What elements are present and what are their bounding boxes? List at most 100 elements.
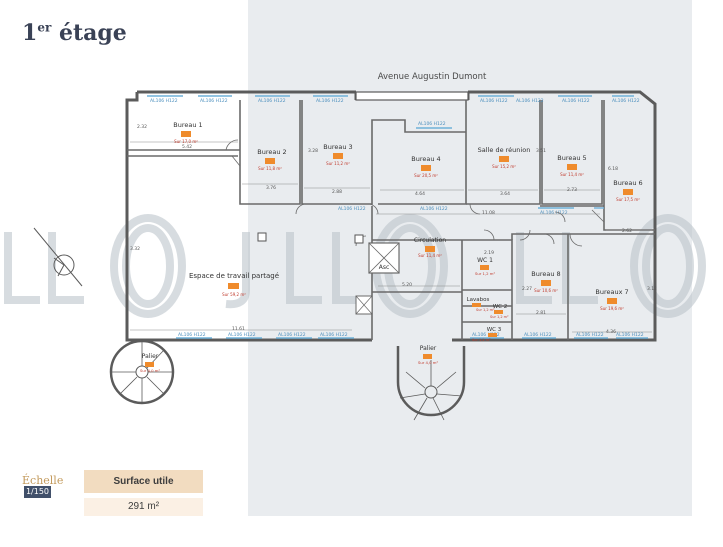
svg-text:Sur 17,5 m²: Sur 17,5 m² — [616, 197, 640, 202]
svg-text:3.12: 3.12 — [647, 286, 657, 292]
svg-text:Bureau 6: Bureau 6 — [613, 179, 642, 187]
room-bureau-4: Bureau 4 Sur 20,5 m² — [411, 155, 440, 178]
interior-walls — [127, 100, 655, 340]
svg-text:Palier: Palier — [142, 353, 159, 360]
svg-text:AL106 H122: AL106 H122 — [228, 332, 256, 338]
svg-text:5.42: 5.42 — [182, 144, 192, 150]
spiral-stair-right — [396, 346, 466, 421]
windows — [147, 95, 648, 339]
svg-text:3.76: 3.76 — [266, 185, 276, 191]
svg-text:Bureau 4: Bureau 4 — [411, 155, 440, 163]
svg-text:Sur 11,4 m²: Sur 11,4 m² — [418, 253, 442, 258]
svg-text:AL106 H122: AL106 H122 — [562, 98, 590, 104]
svg-text:Sur 11,4 m²: Sur 11,4 m² — [560, 172, 584, 177]
svg-text:Bureau 2: Bureau 2 — [257, 148, 286, 156]
svg-text:Sur 59,2 m²: Sur 59,2 m² — [222, 292, 246, 297]
room-bureau-6: Bureau 6 Sur 17,5 m² — [613, 179, 642, 202]
svg-text:Bureau 8: Bureau 8 — [531, 270, 560, 278]
room-asc: Asc — [379, 264, 390, 271]
room-bureau-2: Bureau 2 Sur 11,8 m² — [257, 148, 286, 171]
street-background — [248, 0, 692, 516]
room-bureaux-7: Bureaux 7 Sur 19,6 m² — [595, 288, 628, 311]
svg-text:11.61: 11.61 — [232, 326, 245, 332]
svg-text:4.64: 4.64 — [415, 191, 425, 197]
scale-label: Échelle — [22, 474, 64, 487]
lift-core — [257, 232, 400, 315]
svg-text:AL106 H122: AL106 H122 — [278, 332, 306, 338]
svg-text:Bureau 1: Bureau 1 — [173, 121, 202, 129]
svg-text:AL106 H122: AL106 H122 — [150, 98, 178, 104]
svg-text:AL106 H122: AL106 H122 — [524, 332, 552, 338]
svg-text:Sur 15,2 m²: Sur 15,2 m² — [492, 164, 516, 169]
svg-text:Sur 19,6 m²: Sur 19,6 m² — [600, 306, 624, 311]
floor-title: 1er étage — [22, 20, 127, 46]
dimension-lines — [130, 141, 652, 333]
svg-text:AL106 H122: AL106 H122 — [418, 121, 446, 127]
surface-label: Surface utile — [84, 470, 203, 493]
svg-text:2.62: 2.62 — [622, 228, 632, 234]
surface-value: 291 m² — [84, 498, 203, 516]
room-wc-2: WC 2 Sur 1,2 m² — [490, 304, 509, 319]
svg-text:Salle de réunion: Salle de réunion — [478, 146, 531, 154]
svg-text:AL106 H122: AL106 H122 — [540, 210, 568, 216]
svg-text:Asc: Asc — [379, 264, 390, 271]
svg-text:2.81: 2.81 — [536, 310, 546, 316]
svg-text:Sur 10,6 m²: Sur 10,6 m² — [534, 288, 558, 293]
svg-text:AL106 H122: AL106 H122 — [420, 206, 448, 212]
svg-text:2.73: 2.73 — [567, 187, 577, 193]
svg-text:Sur 11,8 m²: Sur 11,8 m² — [258, 166, 282, 171]
svg-text:Sur 1,2 m²: Sur 1,2 m² — [475, 271, 496, 276]
svg-text:11.08: 11.08 — [482, 210, 495, 216]
svg-text:AL106 H122: AL106 H122 — [258, 98, 286, 104]
svg-text:AL106 H122: AL106 H122 — [316, 98, 344, 104]
svg-text:4.36: 4.36 — [606, 329, 616, 335]
svg-text:2.27: 2.27 — [522, 286, 532, 292]
svg-text:3.64: 3.64 — [500, 191, 510, 197]
svg-text:Bureaux 7: Bureaux 7 — [595, 288, 628, 296]
svg-text:AL106 H122: AL106 H122 — [616, 332, 644, 338]
spiral-stair-left — [109, 339, 175, 405]
svg-text:Sur 4,0 m²: Sur 4,0 m² — [418, 360, 439, 365]
svg-text:Sur 1,2 m²: Sur 1,2 m² — [490, 315, 509, 319]
svg-text:2.88: 2.88 — [332, 189, 342, 195]
svg-text:Sur 11,2 m²: Sur 11,2 m² — [326, 161, 350, 166]
svg-text:AL106 H122: AL106 H122 — [472, 332, 500, 338]
svg-text:3.32: 3.32 — [130, 246, 140, 252]
svg-text:Bureau 3: Bureau 3 — [323, 143, 352, 151]
svg-text:Sur 4,0 m²: Sur 4,0 m² — [140, 368, 161, 373]
svg-text:Espace de travail partagé: Espace de travail partagé — [189, 272, 279, 280]
svg-text:Lavabos: Lavabos — [467, 297, 490, 303]
svg-text:AL106 H122: AL106 H122 — [516, 98, 544, 104]
svg-text:3.51: 3.51 — [536, 148, 546, 154]
svg-text:Sur 1,2 m²: Sur 1,2 m² — [476, 308, 495, 312]
svg-text:6.18: 6.18 — [608, 166, 618, 172]
svg-text:WC 2: WC 2 — [493, 304, 508, 310]
north-arrow-icon — [33, 227, 83, 287]
svg-text:AL106 H122: AL106 H122 — [576, 332, 604, 338]
svg-text:5.20: 5.20 — [402, 282, 412, 288]
room-bureau-8: Bureau 8 Sur 10,6 m² — [531, 270, 560, 293]
svg-text:WC 3: WC 3 — [487, 327, 502, 333]
svg-text:AL106 H122: AL106 H122 — [480, 98, 508, 104]
svg-text:3.28: 3.28 — [308, 148, 318, 154]
svg-text:AL106 H122: AL106 H122 — [612, 98, 640, 104]
room-bureau-3: Bureau 3 Sur 11,2 m² — [323, 143, 352, 166]
svg-text:2.19: 2.19 — [484, 250, 494, 256]
svg-text:Circulation: Circulation — [414, 237, 446, 244]
svg-text:Sur 20,5 m²: Sur 20,5 m² — [414, 173, 438, 178]
scale-badge: 1/150 — [24, 486, 51, 498]
street-name: Avenue Augustin Dumont — [378, 72, 487, 82]
dimension-labels: 5.42 2.32 3.76 2.88 4.64 3.51 3.64 3.28 … — [130, 124, 657, 335]
svg-text:AL106 H122: AL106 H122 — [200, 98, 228, 104]
